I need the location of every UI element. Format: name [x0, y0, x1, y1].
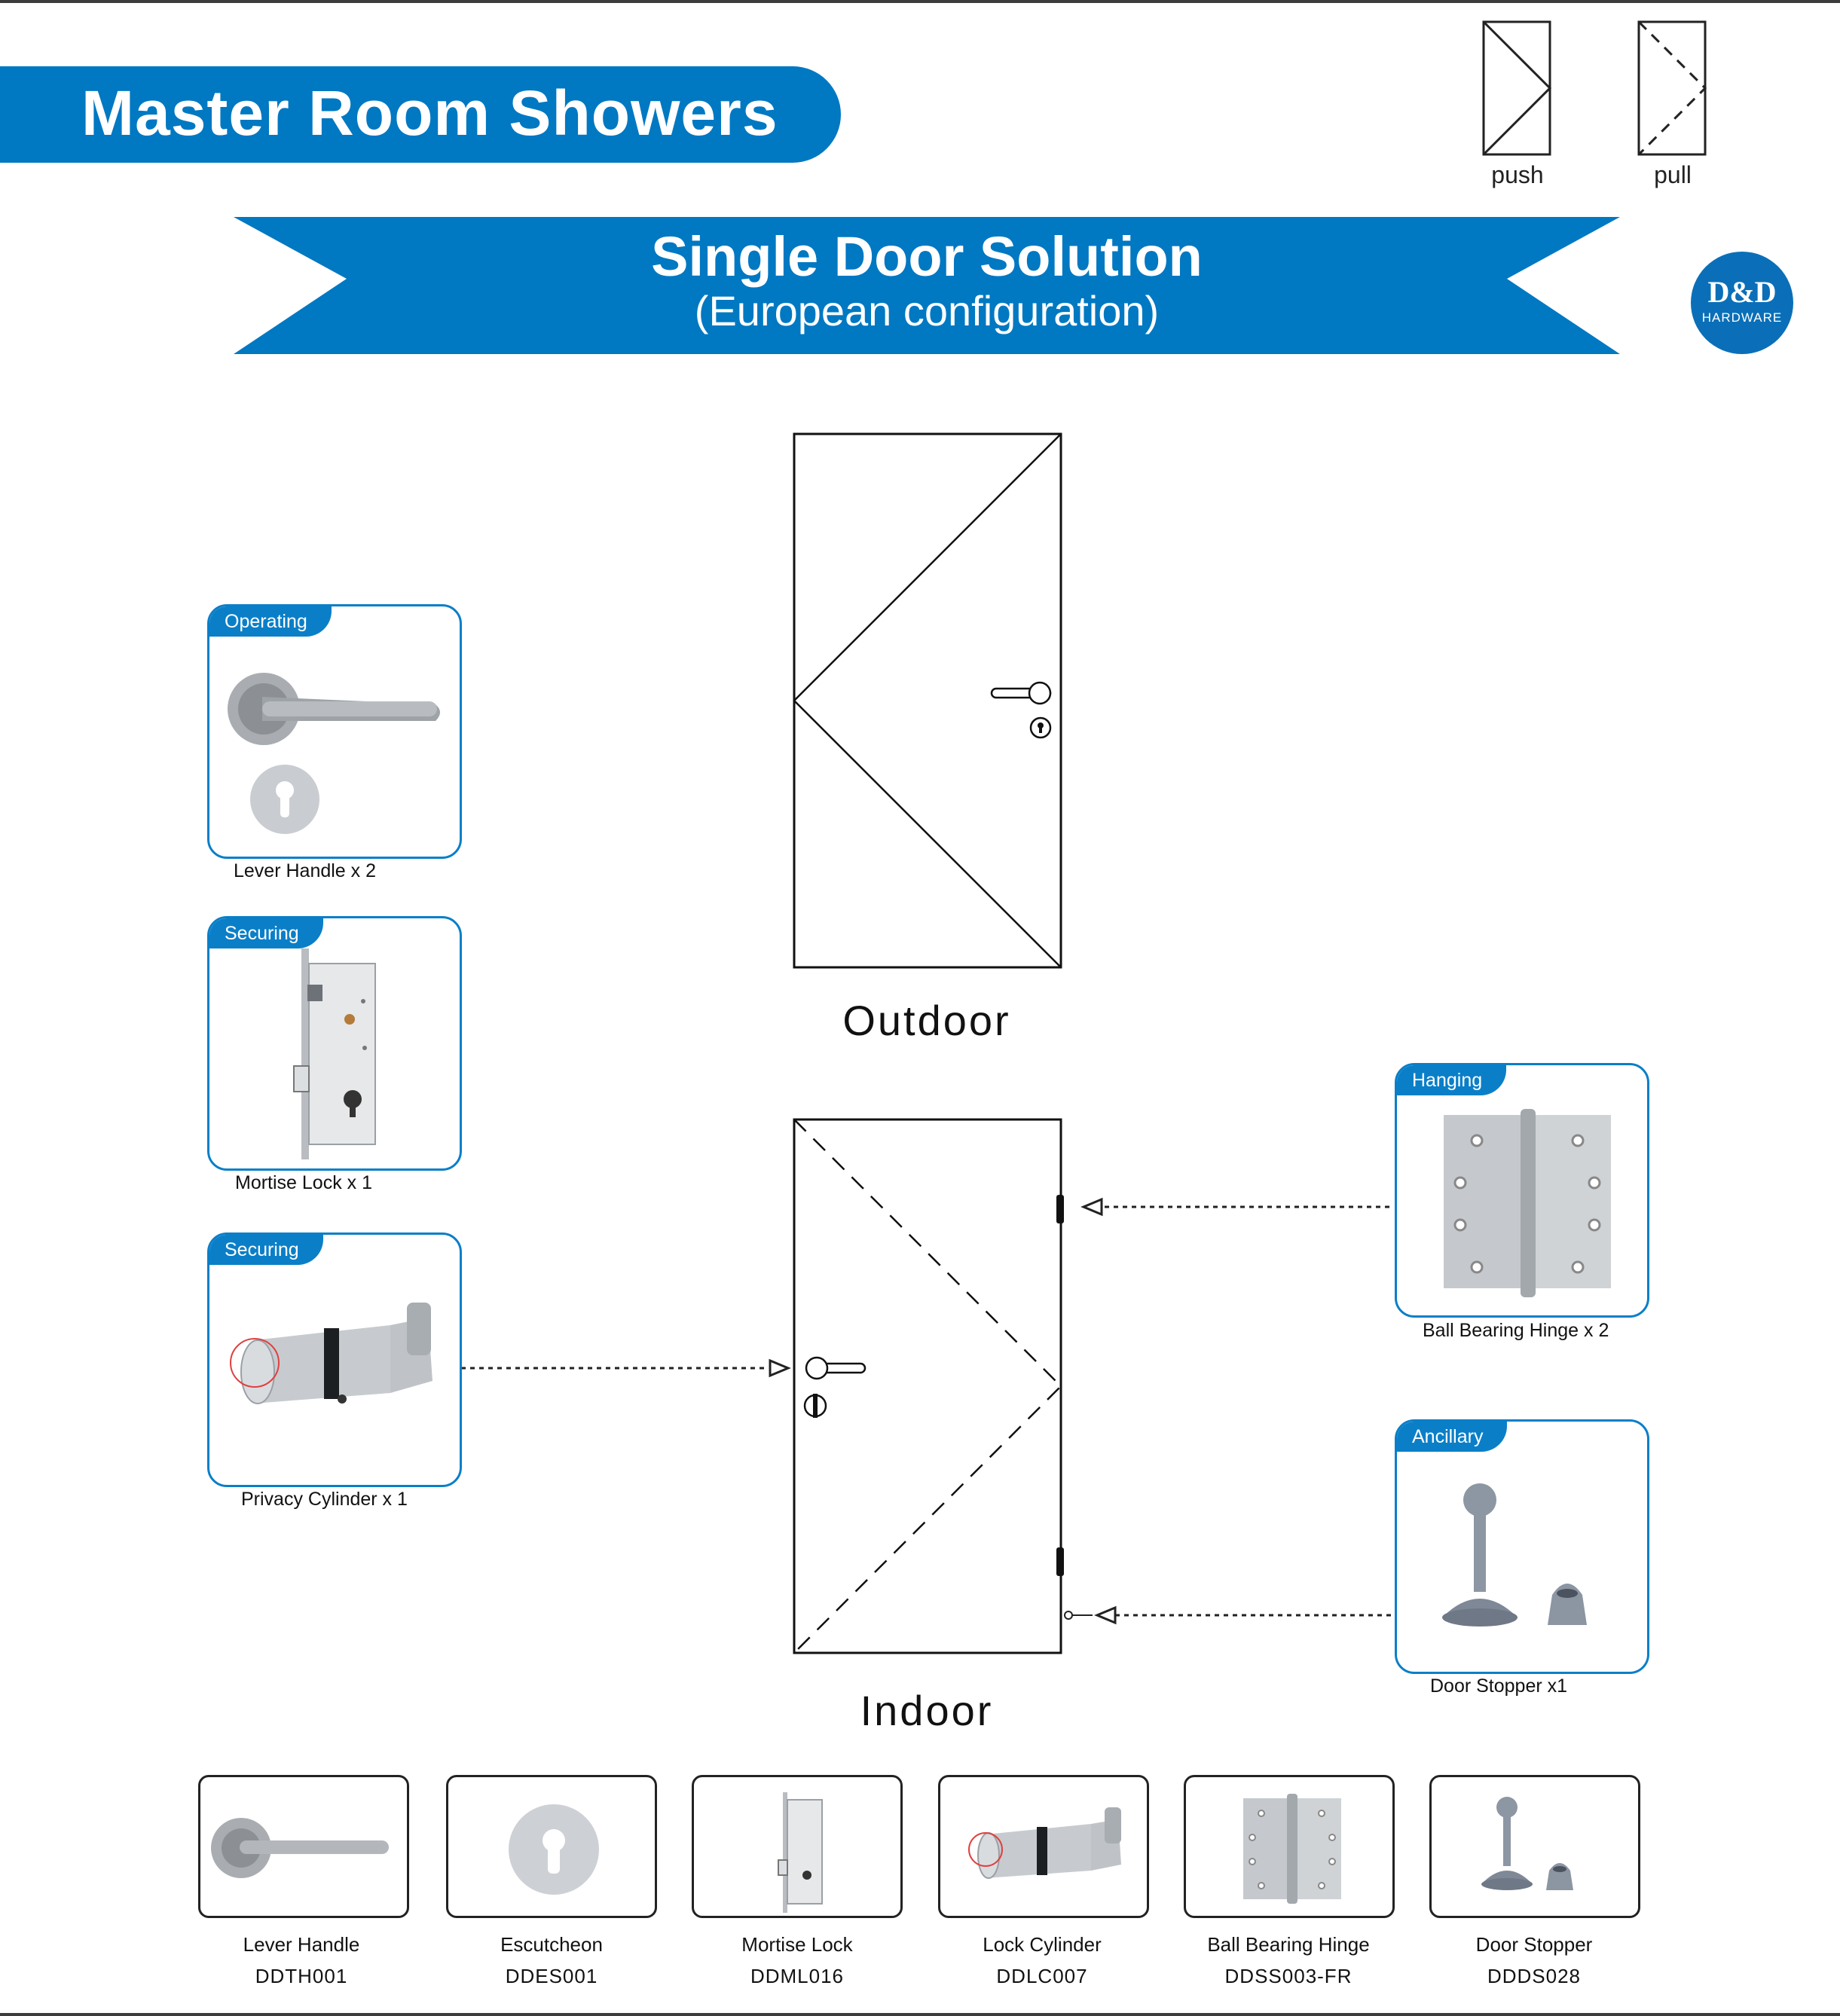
- product-card-mortise-lock: [692, 1775, 903, 1918]
- logo-subtext: HARDWARE: [1701, 310, 1783, 325]
- caption-door-stopper: Door Stopper x1: [1430, 1675, 1568, 1697]
- outdoor-keyhole-icon: [1029, 716, 1052, 739]
- card-tag-ancillary: Ancillary: [1397, 1422, 1508, 1452]
- product-name-door-stopper: Door Stopper: [1475, 1933, 1593, 1956]
- title-banner: Master Room Showers: [0, 66, 841, 163]
- product-name-hinge: Ball Bearing Hinge: [1207, 1933, 1370, 1956]
- caption-mortise-lock: Mortise Lock x 1: [235, 1172, 373, 1193]
- solution-ribbon: [234, 217, 1620, 354]
- pull-legend-icon: [1637, 20, 1707, 156]
- door-stopper-icon: [1442, 1483, 1587, 1627]
- card-tag-hanging: Hanging: [1397, 1065, 1507, 1095]
- outdoor-lever-icon: [990, 681, 1052, 705]
- card-mortise-lock: Securing: [207, 916, 462, 1171]
- product-card-lock-cylinder: [938, 1775, 1149, 1918]
- mortise-lock-icon: [778, 1792, 823, 1913]
- product-code-escutcheon: DDES001: [505, 1965, 598, 1987]
- lever-and-escutcheon-icon: [228, 673, 440, 834]
- door-stopper-icon: [1481, 1797, 1573, 1890]
- bottom-rule: [0, 2013, 1840, 2016]
- product-code-hinge: DDSS003-FR: [1224, 1965, 1352, 1987]
- product-card-lever-handle: [198, 1775, 409, 1918]
- upper-hinge-mark: [1056, 1195, 1064, 1223]
- outdoor-label: Outdoor: [842, 997, 1011, 1044]
- mortise-lock-icon: [293, 948, 376, 1159]
- product-card-hinge: [1184, 1775, 1395, 1918]
- product-card-door-stopper: [1429, 1775, 1640, 1918]
- caption-privacy-cylinder: Privacy Cylinder x 1: [241, 1489, 408, 1510]
- configuration-subtitle: (European configuration): [694, 287, 1160, 334]
- logo-wordmark: D&D: [1707, 275, 1777, 309]
- product-code-lever-handle: DDTH001: [255, 1965, 348, 1987]
- top-rule: [0, 0, 1840, 3]
- caption-lever-handle: Lever Handle x 2: [234, 860, 377, 881]
- indoor-lever-icon: [805, 1356, 867, 1380]
- card-ball-bearing-hinge: Hanging: [1395, 1063, 1649, 1318]
- product-name-mortise-lock: Mortise Lock: [741, 1933, 853, 1956]
- page-title: Master Room Showers: [81, 78, 778, 148]
- caption-ball-bearing-hinge: Ball Bearing Hinge x 2: [1423, 1320, 1609, 1341]
- ball-bearing-hinge-icon: [1444, 1109, 1611, 1297]
- privacy-cylinder-icon: [230, 1303, 432, 1404]
- card-door-stopper: Ancillary: [1395, 1419, 1649, 1674]
- product-name-lever-handle: Lever Handle: [243, 1933, 360, 1956]
- lever-handle-icon: [211, 1818, 389, 1878]
- escutcheon-icon: [509, 1804, 599, 1895]
- card-tag-securing-lock: Securing: [209, 918, 323, 948]
- hinge-icon: [1243, 1794, 1341, 1904]
- lock-cylinder-icon: [968, 1807, 1121, 1879]
- push-label: push: [1491, 161, 1544, 188]
- indoor-label: Indoor: [860, 1687, 994, 1734]
- product-name-lock-cylinder: Lock Cylinder: [983, 1933, 1102, 1956]
- solution-title: Single Door Solution: [651, 225, 1203, 288]
- card-tag-operating: Operating: [209, 606, 332, 637]
- card-tag-securing-cylinder: Securing: [209, 1235, 323, 1265]
- product-code-door-stopper: DDDS028: [1487, 1965, 1582, 1987]
- card-operating: Operating: [207, 604, 462, 859]
- brand-logo: D&D HARDWARE: [1691, 252, 1793, 354]
- product-code-lock-cylinder: DDLC007: [996, 1965, 1088, 1987]
- outdoor-door-diagram: [793, 432, 1062, 969]
- product-card-escutcheon: [446, 1775, 657, 1918]
- indoor-door-diagram: [793, 1118, 1064, 1654]
- product-name-escutcheon: Escutcheon: [500, 1933, 603, 1956]
- lower-hinge-mark: [1056, 1547, 1064, 1576]
- connector-lines: [452, 1197, 1394, 1625]
- indoor-thumbturn-icon: [803, 1394, 827, 1418]
- push-legend-icon: [1482, 20, 1552, 156]
- card-privacy-cylinder: Securing: [207, 1233, 462, 1487]
- pull-label: pull: [1654, 161, 1692, 188]
- product-code-mortise-lock: DDML016: [750, 1965, 845, 1987]
